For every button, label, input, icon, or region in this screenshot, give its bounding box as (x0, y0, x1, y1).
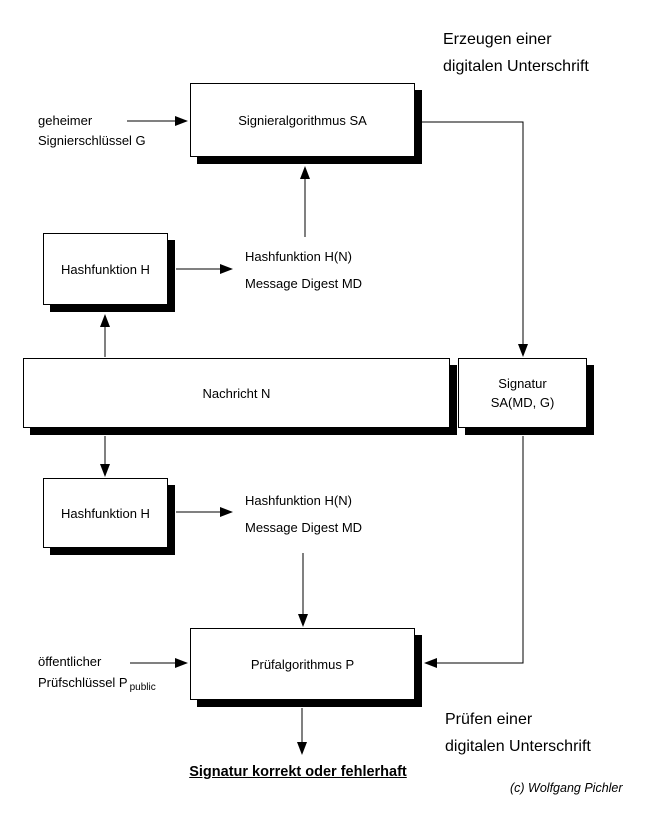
hash-result-note-top: Hashfunktion H(N) Message Digest MD (245, 243, 362, 297)
hash-result-top-line2: Message Digest MD (245, 276, 363, 291)
arrow-sign-to-signature (416, 121, 528, 357)
box-hash-top-label: Hashfunktion H (61, 261, 150, 277)
arrow-signature-to-verify (424, 436, 524, 668)
title-verify-signature: Prüfen einer digitalen Unterschrift (445, 706, 591, 760)
box-verify-algorithm-label: Prüfalgorithmus P (250, 656, 355, 672)
public-key-line2-text: Prüfschlüssel P (38, 675, 128, 690)
box-sign-algorithm: Signieralgorithmus SA (190, 83, 415, 157)
arrow-hash-bottom-to-note (176, 507, 233, 517)
arrow-secret-key-to-sign (127, 116, 188, 126)
box-signature-line1: Signatur (498, 376, 547, 391)
hash-result-bottom-line2: Message Digest MD (245, 520, 363, 535)
result-label: Signatur korrekt oder fehlerhaft (189, 764, 407, 780)
box-hash-bottom-label: Hashfunktion H (61, 505, 150, 521)
box-hash-function-top: Hashfunktion H (43, 233, 168, 305)
box-sign-algorithm-label: Signieralgorithmus SA (238, 112, 367, 128)
arrow-verify-to-result (297, 708, 307, 755)
arrow-message-to-hash-bottom (100, 436, 110, 477)
secret-key-label: geheimer Signierschlüssel G (38, 111, 146, 151)
hash-result-note-bottom: Hashfunktion H(N) Message Digest MD (245, 487, 362, 541)
box-hash-function-bottom: Hashfunktion H (43, 478, 168, 548)
arrow-digest-to-verify (298, 553, 308, 627)
copyright-label: (c) Wolfgang Pichler (510, 781, 623, 795)
arrow-digest-to-sign (300, 166, 310, 237)
title-verify-line2: digitalen Unterschrift (445, 738, 591, 755)
arrow-message-to-hash-top (100, 314, 110, 357)
title-create-line2: digitalen Unterschrift (443, 58, 589, 75)
arrow-hash-top-to-note (176, 264, 233, 274)
hash-result-bottom-line1: Hashfunktion H(N) (245, 493, 352, 508)
box-message: Nachricht N (23, 358, 450, 428)
title-verify-line1: Prüfen einer (445, 711, 533, 728)
hash-result-top-line1: Hashfunktion H(N) (245, 249, 352, 264)
public-key-line1: öffentlicher (38, 654, 102, 669)
box-signature-line2: SA(MD, G) (490, 395, 555, 410)
title-create-line1: Erzeugen einer (443, 31, 552, 48)
arrow-public-key-to-verify (130, 658, 188, 668)
box-signature: Signatur SA(MD, G) (458, 358, 587, 428)
secret-key-line2: Signierschlüssel G (38, 133, 146, 148)
box-verify-algorithm: Prüfalgorithmus P (190, 628, 415, 700)
public-key-subscript: public (129, 682, 156, 693)
title-create-signature: Erzeugen einer digitalen Unterschrift (443, 26, 589, 80)
secret-key-line1: geheimer (38, 113, 93, 128)
box-message-label: Nachricht N (202, 385, 271, 401)
